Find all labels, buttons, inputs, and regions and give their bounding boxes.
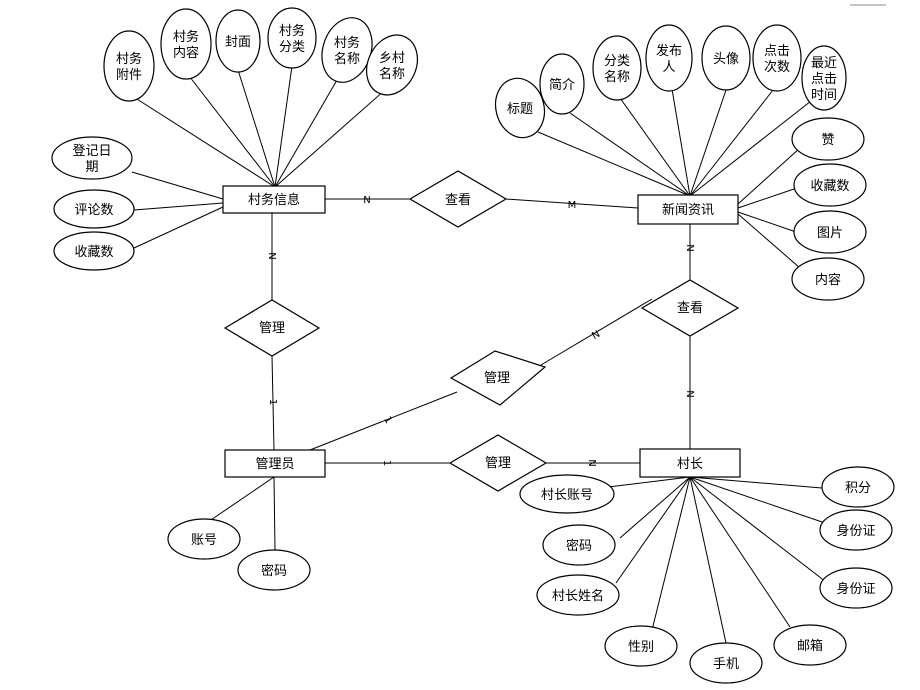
relation-label: 管理	[259, 321, 285, 336]
cardinality-label: 1	[381, 415, 394, 426]
relation-manage-info: 管理	[223, 299, 321, 357]
attr-ch-idcard2: 身份证	[819, 567, 893, 609]
cardinality-labels: N M N 1 1 N 1 N N N	[266, 195, 695, 467]
attr-label: 收藏数	[810, 179, 849, 194]
attr-ch-password: 密码	[542, 524, 616, 566]
attr-label: 标题	[507, 102, 533, 117]
attr-label: 村务内容	[173, 29, 199, 61]
cardinality-label: N	[586, 459, 597, 466]
entity-chief: 村长	[639, 448, 741, 478]
relation-label: 管理	[485, 456, 511, 471]
entity-label: 村长	[677, 457, 703, 472]
entity-label: 新闻资讯	[662, 202, 714, 218]
attr-label: 村务附件	[116, 51, 142, 83]
attr-label: 分类名称	[604, 54, 630, 85]
attr-label: 简介	[549, 77, 575, 93]
attr-vi-regdate: 登记日期	[51, 136, 133, 180]
attr-ch-account: 村长账号	[519, 474, 615, 514]
attr-nw-category: 分类名称	[592, 35, 642, 101]
attr-label: 封面	[225, 35, 251, 50]
cardinality-label: 1	[267, 399, 278, 405]
cardinality-label: N	[363, 195, 370, 206]
relation-label: 管理	[484, 371, 510, 386]
attr-nw-avatar: 头像	[701, 25, 751, 91]
attr-vi-content: 村务内容	[160, 8, 212, 80]
attr-label: 身份证	[836, 523, 875, 539]
cardinality-label: N	[684, 390, 695, 397]
attr-label: 头像	[713, 52, 739, 67]
attr-label: 村长账号	[541, 488, 593, 503]
attr-nw-lastclick: 最近点击时间	[801, 45, 847, 111]
entity-admin: 管理员	[224, 449, 326, 478]
cardinality-label: N	[266, 252, 277, 259]
relation-view-chief: 查看	[640, 279, 740, 337]
attr-label: 评论数	[74, 203, 113, 218]
attr-label: 收藏数	[74, 245, 113, 260]
attr-nw-favs: 收藏数	[793, 163, 867, 207]
attr-ch-phone: 手机	[689, 642, 763, 684]
attr-vi-category: 村务分类	[267, 7, 317, 69]
attr-label: 村长姓名	[552, 588, 604, 604]
attr-label: 邮箱	[797, 638, 823, 654]
relation-view-news: 查看	[408, 170, 508, 228]
attr-nw-likes: 赞	[791, 117, 865, 161]
cardinality-label: N	[684, 244, 695, 251]
entity-label: 村务信息	[248, 192, 300, 208]
attr-vi-comments: 评论数	[53, 189, 135, 229]
attr-vi-name: 村务名称	[321, 17, 373, 83]
attr-label: 账号	[191, 533, 217, 548]
attr-label: 积分	[845, 481, 871, 496]
attr-vi-favs: 收藏数	[53, 231, 135, 271]
cardinality-label: N	[590, 329, 602, 342]
entity-label: 管理员	[255, 457, 294, 472]
attr-label: 内容	[815, 272, 841, 288]
attr-ch-gender: 性别	[604, 625, 678, 667]
relation-label: 查看	[445, 192, 471, 208]
attr-nw-content: 内容	[791, 257, 865, 301]
attr-vi-attach: 村务附件	[103, 30, 155, 102]
attr-ch-name: 村长姓名	[536, 574, 620, 616]
attr-label: 密码	[261, 563, 287, 579]
attr-label: 发布人	[656, 43, 682, 75]
attr-label: 手机	[713, 657, 739, 672]
attr-label: 图片	[817, 226, 843, 241]
attr-label: 点击次数	[764, 44, 790, 75]
entity-news: 新闻资讯	[637, 194, 739, 225]
attr-label: 赞	[821, 133, 834, 148]
cardinality-label: M	[568, 200, 577, 211]
attr-label: 乡村名称	[379, 51, 405, 82]
connector-lines	[128, 65, 831, 644]
attr-label: 身份证	[836, 581, 875, 597]
attr-ch-idcard1: 身份证	[819, 509, 893, 551]
attr-ch-points: 积分	[821, 466, 895, 508]
attr-nw-clicks: 点击次数	[752, 24, 802, 92]
relation-label: 查看	[677, 300, 703, 316]
attr-vi-village: 乡村名称	[366, 34, 418, 96]
cardinality-label: 1	[381, 460, 392, 466]
attr-ch-email: 邮箱	[773, 624, 847, 666]
relation-manage-news: 管理	[449, 350, 547, 406]
attr-label: 最近点击时间	[811, 56, 837, 103]
relation-manage-chief: 管理	[448, 434, 548, 492]
attr-nw-image: 图片	[793, 210, 867, 254]
attr-label: 性别	[628, 640, 654, 655]
attr-ad-account: 账号	[167, 518, 241, 560]
attr-nw-title: 标题	[494, 77, 546, 139]
attr-label: 村务分类	[279, 23, 305, 55]
attr-vi-cover: 封面	[215, 9, 261, 73]
attr-label: 密码	[566, 538, 592, 554]
entity-village-info: 村务信息	[222, 185, 326, 214]
attr-nw-intro: 简介	[539, 53, 585, 115]
attr-label: 登记日期	[72, 144, 111, 175]
attr-ad-password: 密码	[237, 549, 311, 591]
attr-nw-publisher: 发布人	[645, 24, 693, 92]
attr-label: 村务名称	[334, 35, 360, 67]
